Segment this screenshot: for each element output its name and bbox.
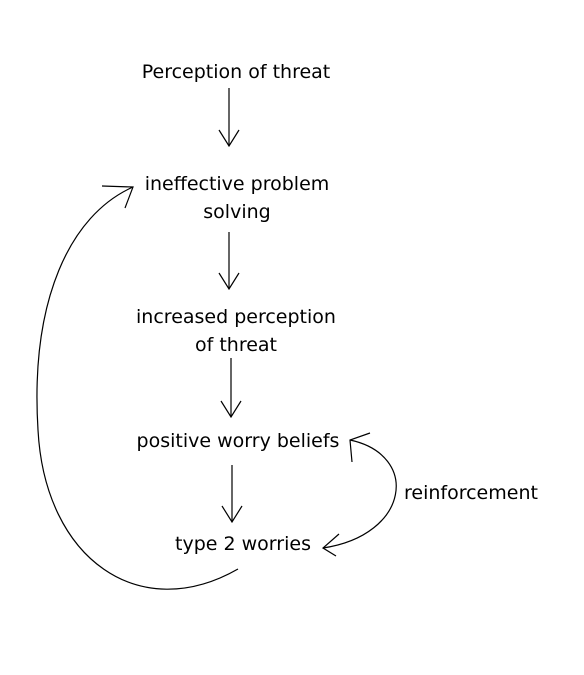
node-type-2-worries: type 2 worries xyxy=(175,533,311,555)
node-perception-of-threat: Perception of threat xyxy=(141,61,331,83)
node-increased-perception-of-threat: increased perception of threat xyxy=(136,306,336,356)
reinforcement-loop-arrow xyxy=(321,432,397,557)
arrow-increased-perception-to-positive-beliefs xyxy=(220,358,242,419)
node-positive-worry-beliefs: positive worry beliefs xyxy=(136,430,340,452)
arrow-perception-to-problem-solving xyxy=(218,88,240,148)
arrow-problem-solving-to-increased-perception xyxy=(218,232,240,291)
feedback-loop-arrow xyxy=(36,185,239,590)
node-ineffective-problem-solving: ineffective problem solving xyxy=(144,173,330,223)
arrow-positive-beliefs-to-type2 xyxy=(221,465,243,524)
reinforcement-label: reinforcement xyxy=(404,482,538,504)
